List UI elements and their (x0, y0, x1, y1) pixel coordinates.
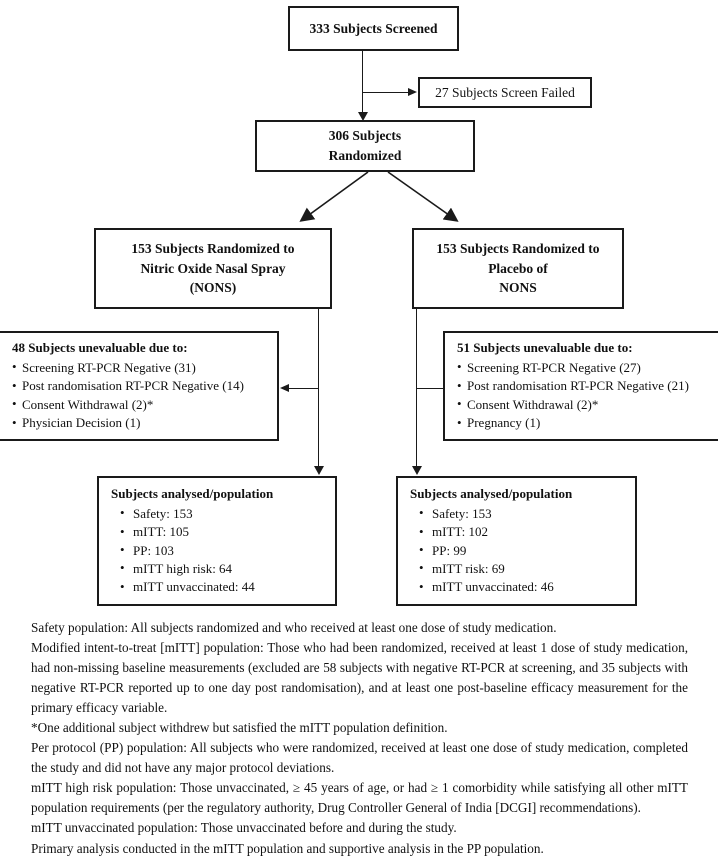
arrowhead-to-screen-failed (408, 87, 417, 96)
node-analysed-nons-header: Subjects analysed/population (111, 486, 274, 502)
node-arm-placebo-line1: 153 Subjects Randomized to (436, 241, 600, 257)
connector-screened-to-randomized (362, 51, 363, 114)
node-subjects-randomized-line1: 306 Subjects (328, 128, 402, 144)
connector-nons-to-unevaluable (289, 388, 318, 389)
arrowhead-nons-to-analysed (313, 466, 324, 475)
connector-randomization-split (299, 171, 459, 222)
arrowhead-nons-unevaluable (280, 383, 289, 392)
node-analysed-placebo-list: Safety: 153 mITT: 102 PP: 99 mITT risk: … (410, 504, 627, 597)
node-analysed-placebo-header: Subjects analysed/population (410, 486, 573, 502)
node-arm-nons: 153 Subjects Randomized to Nitric Oxide … (94, 228, 332, 309)
list-item: Consent Withdrawal (2)* (457, 395, 710, 414)
node-arm-placebo: 153 Subjects Randomized to Placebo of NO… (412, 228, 624, 309)
figure-legend: Safety population: All subjects randomiz… (31, 618, 688, 859)
list-item: mITT: 105 (111, 523, 327, 542)
node-arm-nons-line2: Nitric Oxide Nasal Spray (140, 260, 286, 276)
list-item: Safety: 153 (410, 504, 627, 523)
node-analysed-nons-list: Safety: 153 mITT: 105 PP: 103 mITT high … (111, 504, 327, 597)
legend-line-primary-analysis: Primary analysis conducted in the mITT p… (31, 840, 544, 856)
node-arm-nons-line1: 153 Subjects Randomized to (131, 241, 295, 257)
node-subjects-screened-text: 333 Subjects Screened (309, 20, 438, 36)
legend-line-footnote-asterisk: *One additional subject withdrew but sat… (31, 719, 448, 735)
list-item: Safety: 153 (111, 504, 327, 523)
flowchart: 333 Subjects Screened 27 Subjects Screen… (0, 0, 718, 612)
node-unevaluable-nons-header: 48 Subjects unevaluable due to: (12, 340, 188, 356)
list-item: mITT high risk: 64 (111, 559, 327, 578)
node-unevaluable-placebo-header: 51 Subjects unevaluable due to: (457, 340, 633, 356)
legend-line-mitt: Modified intent-to-treat [mITT] populati… (31, 640, 688, 715)
node-arm-nons-line3: (NONS) (189, 280, 237, 296)
list-item: Screening RT-PCR Negative (31) (12, 358, 269, 377)
node-screen-failed-text: 27 Subjects Screen Failed (435, 84, 575, 100)
node-subjects-randomized: 306 Subjects Randomized (255, 120, 475, 172)
node-analysed-nons: Subjects analysed/population Safety: 153… (97, 476, 337, 606)
node-unevaluable-placebo: 51 Subjects unevaluable due to: Screenin… (443, 331, 718, 441)
list-item: mITT unvaccinated: 46 (410, 578, 627, 597)
list-item: Pregnancy (1) (457, 414, 710, 433)
connector-nons-stem (318, 309, 319, 469)
list-item: PP: 103 (111, 541, 327, 560)
list-item: Consent Withdrawal (2)* (12, 395, 269, 414)
list-item: Physician Decision (1) (12, 414, 269, 433)
node-unevaluable-nons: 48 Subjects unevaluable due to: Screenin… (0, 331, 279, 441)
arrowhead-to-randomized (357, 112, 368, 121)
node-arm-placebo-line3: NONS (499, 280, 537, 296)
arrowhead-placebo-to-analysed (411, 466, 422, 475)
list-item: mITT: 102 (410, 523, 627, 542)
node-unevaluable-nons-list: Screening RT-PCR Negative (31) Post rand… (12, 358, 269, 433)
list-item: Screening RT-PCR Negative (27) (457, 358, 710, 377)
legend-line-high-risk: mITT high risk population: Those unvacci… (31, 780, 688, 816)
list-item: Post randomisation RT-PCR Negative (14) (12, 377, 269, 396)
legend-line-unvaccinated: mITT unvaccinated population: Those unva… (31, 820, 457, 836)
node-subjects-screened: 333 Subjects Screened (288, 6, 459, 51)
node-arm-placebo-line2: Placebo of (488, 260, 548, 276)
list-item: mITT unvaccinated: 44 (111, 578, 327, 597)
legend-line-safety: Safety population: All subjects randomiz… (31, 620, 557, 635)
list-item: mITT risk: 69 (410, 559, 627, 578)
node-screen-failed: 27 Subjects Screen Failed (418, 77, 592, 108)
list-item: PP: 99 (410, 541, 627, 560)
connector-to-screen-failed (362, 92, 410, 93)
connector-placebo-to-unevaluable (416, 388, 445, 389)
legend-line-pp: Per protocol (PP) population: All subjec… (31, 740, 688, 776)
node-analysed-placebo: Subjects analysed/population Safety: 153… (396, 476, 637, 606)
node-subjects-randomized-line2: Randomized (328, 148, 402, 163)
list-item: Post randomisation RT-PCR Negative (21) (457, 377, 710, 396)
connector-placebo-stem (416, 309, 417, 469)
node-unevaluable-placebo-list: Screening RT-PCR Negative (27) Post rand… (457, 358, 710, 433)
